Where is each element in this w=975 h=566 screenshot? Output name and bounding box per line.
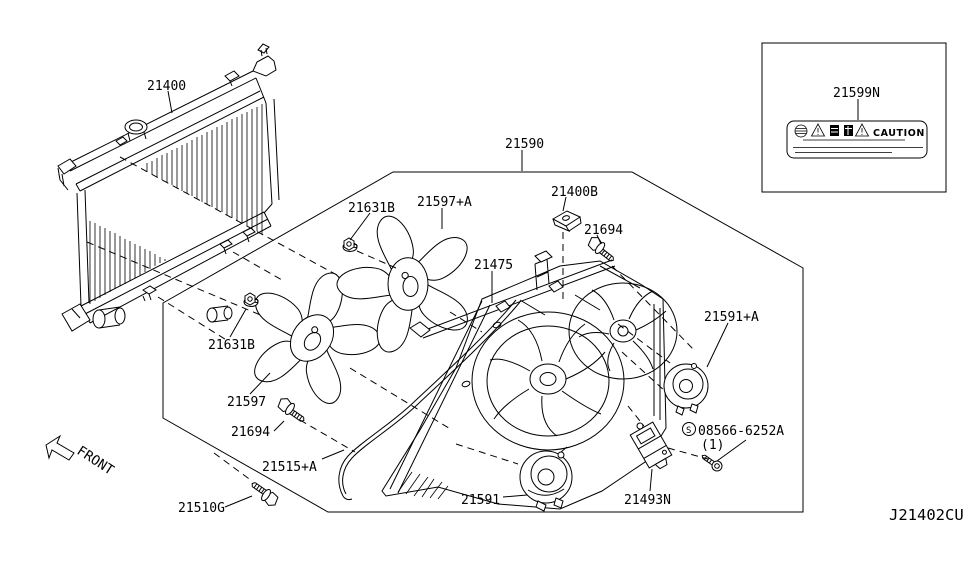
screw-symbol: S: [686, 426, 691, 436]
part-label-21591[interactable]: 21591: [461, 493, 500, 508]
radiator-cap-warning-icon: [794, 124, 808, 138]
part-label-21597[interactable]: 21597: [227, 395, 266, 410]
warning-triangle-icon: [810, 123, 826, 137]
part-label-21591A[interactable]: 21591+A: [704, 310, 759, 325]
screw-callout: S 08566-6252A (1): [682, 422, 784, 453]
part-label-21694-lower[interactable]: 21694: [231, 425, 270, 440]
shroud-upper-bracket: [409, 250, 616, 339]
caution-label-panel: CAUTION 21599N: [761, 42, 947, 193]
front-indicator: FRONT: [45, 434, 117, 479]
alignment-dashes-assembly: [213, 232, 709, 482]
bolt-21694-lower: [275, 395, 310, 426]
radiator-mount-bracket-21400B: [551, 210, 582, 233]
part-label-21400B[interactable]: 21400B: [551, 185, 598, 200]
shroud-rear-fan-opening: [568, 282, 678, 380]
part-label-21694-upper[interactable]: 21694: [584, 223, 623, 238]
part-label-21400[interactable]: 21400: [147, 79, 186, 94]
screw-qty: (1): [701, 438, 724, 453]
screw-08566-6252A: [698, 451, 725, 474]
resistor-21493N: [629, 421, 673, 470]
part-label-08566-6252A[interactable]: 08566-6252A: [698, 424, 784, 439]
fan-shroud-assembly: [381, 250, 678, 510]
sub-harness-tube: [338, 299, 521, 501]
circled-s-icon: [682, 422, 696, 436]
drawing-code: J21402CU: [889, 506, 964, 524]
radiator-drawing: [57, 43, 280, 332]
alignment-dashes-radiator: [86, 156, 349, 342]
front-arrow-icon: [45, 434, 75, 461]
nut-21631B-lower: [243, 292, 259, 307]
part-label-21515A[interactable]: 21515+A: [262, 460, 317, 475]
fan-motor-21591A: [663, 363, 709, 416]
caution-text: CAUTION: [873, 128, 925, 139]
part-label-21631B-upper[interactable]: 21631B: [348, 201, 395, 216]
front-text: FRONT: [74, 443, 117, 479]
part-label-21493N[interactable]: 21493N: [624, 493, 671, 508]
part-label-21475[interactable]: 21475: [474, 258, 513, 273]
part-label-21631B-lower[interactable]: 21631B: [208, 338, 255, 353]
caution-kanji-icon: [830, 125, 853, 136]
caution-sticker: [786, 120, 928, 159]
part-labels: 21400 21590 21631B 21597+A 21400B 21694 …: [147, 79, 759, 516]
fan-motor-21591: [519, 446, 573, 512]
core-hatching-upper: [146, 104, 263, 234]
assembly-boundary-outline: [162, 171, 804, 513]
leader-lines: [167, 90, 747, 508]
warning-triangle-icon: [854, 123, 870, 137]
radiator-cap: [115, 119, 148, 146]
part-label-21590[interactable]: 21590: [505, 137, 544, 152]
core-hatching-lower: [89, 221, 166, 304]
part-label-21510G[interactable]: 21510G: [178, 501, 225, 516]
bolt-21510G: [246, 478, 281, 509]
bolt-21694-upper: [585, 234, 620, 265]
part-label-21599N[interactable]: 21599N: [833, 86, 880, 101]
part-label-21597A[interactable]: 21597+A: [417, 195, 472, 210]
shroud-front-fan-opening: [471, 311, 625, 451]
shroud-corner-hatching: [397, 471, 449, 500]
